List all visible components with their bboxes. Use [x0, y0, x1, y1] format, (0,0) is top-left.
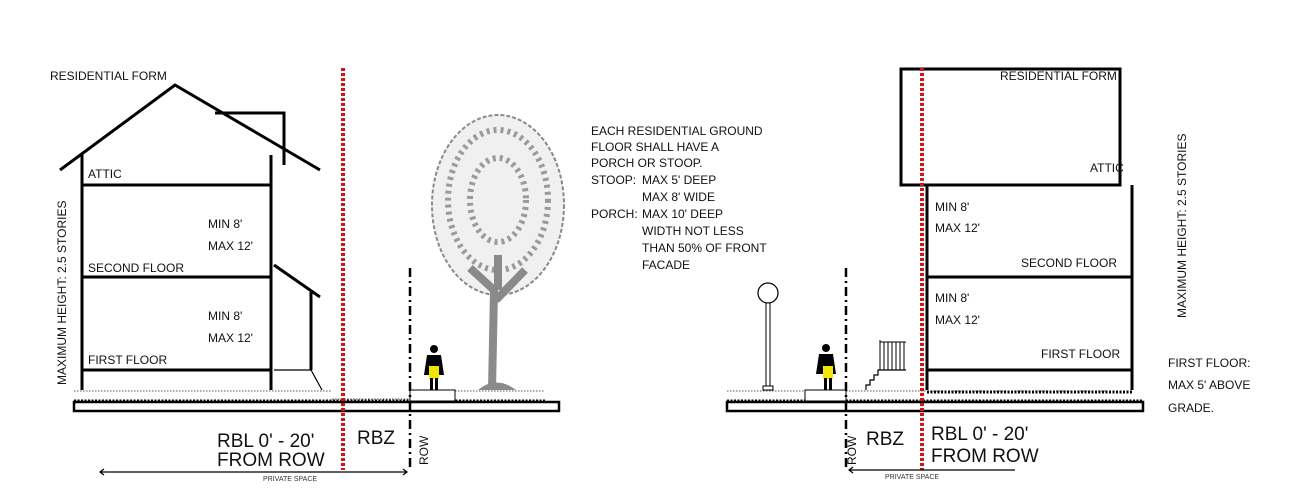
left-second-floor-label: SECOND FLOOR [88, 261, 184, 275]
note-line: FLOOR SHALL HAVE A [591, 140, 719, 154]
porch-stoop-notes: EACH RESIDENTIAL GROUND FLOOR SHALL HAVE… [591, 124, 767, 272]
ground-hatch [727, 390, 1143, 403]
left-rbz: RBZ [357, 428, 395, 449]
note-line: MAX 5' DEEP [642, 173, 716, 187]
left-upper-max: MAX 12' [208, 239, 253, 253]
left-rbl-line1: RBL 0' - 20' [217, 431, 314, 452]
right-title: RESIDENTIAL FORM [1000, 69, 1117, 83]
note-line: EACH RESIDENTIAL GROUND [591, 124, 763, 138]
left-title: RESIDENTIAL FORM [50, 69, 167, 83]
steps [274, 369, 323, 391]
right-rbl-line2: FROM ROW [931, 446, 1039, 467]
sidewalk [409, 389, 456, 402]
right-upper-min: MIN 8' [935, 200, 969, 214]
pedestrian-icon [424, 345, 444, 390]
right-attic-label: ATTIC [1090, 161, 1124, 175]
right-elevation: RESIDENTIAL FORM MAXIMUM HEIGHT: 2.5 STO… [725, 67, 1250, 481]
note-line: MAX 10' DEEP [642, 207, 723, 221]
stoop-railing [865, 340, 906, 390]
left-upper-min: MIN 8' [208, 217, 242, 231]
roof [59, 83, 321, 172]
first-floor-note-line: FIRST FLOOR: [1168, 356, 1250, 370]
first-floor-note-line: MAX 5' ABOVE [1168, 378, 1250, 392]
dormer [215, 111, 286, 165]
sidewalk [804, 389, 847, 402]
left-height-label: MAXIMUM HEIGHT: 2.5 STORIES [55, 201, 69, 385]
right-lower-max: MAX 12' [935, 313, 980, 327]
note-line: FACADE [642, 258, 690, 272]
ground-slab [725, 400, 1145, 413]
left-private-space: PRIVATE SPACE [263, 476, 317, 483]
pedestrian-icon [816, 344, 836, 390]
left-first-floor-label: FIRST FLOOR [88, 353, 167, 367]
right-first-floor-label: FIRST FLOOR [1041, 347, 1120, 361]
house-walls [80, 155, 273, 390]
right-row-label: ROW [845, 435, 859, 465]
note-line: THAN 50% OF FRONT [642, 241, 767, 255]
right-lower-min: MIN 8' [935, 291, 969, 305]
grade-line [74, 390, 545, 400]
private-space-arrow [99, 468, 408, 476]
note-line: STOOP: [591, 173, 636, 187]
right-height-label: MAXIMUM HEIGHT: 2.5 STORIES [1175, 134, 1189, 318]
note-line: PORCH OR STOOP. [591, 156, 703, 170]
left-lower-min: MIN 8' [208, 309, 242, 323]
porch-bay [273, 263, 321, 370]
tree-icon [431, 114, 565, 391]
right-private-space: PRIVATE SPACE [885, 474, 939, 481]
right-upper-max: MAX 12' [935, 221, 980, 235]
private-space-arrow [848, 466, 1015, 474]
left-rbl-line2: FROM ROW [217, 450, 325, 471]
note-line: PORCH: [591, 207, 638, 221]
right-rbz: RBZ [866, 429, 904, 450]
left-attic-label: ATTIC [88, 167, 122, 181]
note-line: MAX 8' WIDE [642, 190, 715, 204]
left-lower-max: MAX 12' [208, 331, 253, 345]
left-row-label: ROW [417, 435, 431, 465]
left-elevation: RESIDENTIAL FORM MAXIMUM HEIGHT: 2.5 STO… [50, 68, 565, 483]
first-floor-note-line: GRADE. [1168, 401, 1214, 415]
house-walls [925, 185, 1134, 390]
note-line: WIDTH NOT LESS [642, 224, 744, 238]
attic-box [899, 67, 1122, 187]
street-lamp-icon [757, 282, 779, 391]
right-rbl-line1: RBL 0' - 20' [931, 424, 1028, 445]
ground-slab [72, 400, 561, 413]
right-second-floor-label: SECOND FLOOR [1021, 256, 1117, 270]
